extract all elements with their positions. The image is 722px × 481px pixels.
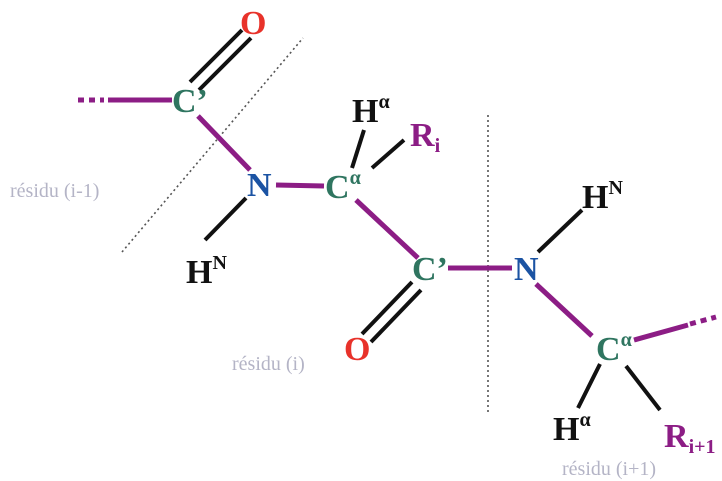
bond-n2-hn2	[536, 208, 584, 254]
atom-hn-1: HN	[186, 252, 227, 291]
double-bond-c1-o1-b	[197, 36, 253, 92]
atom-calpha-1: Cα	[325, 167, 361, 206]
atom-nitrogen-1: N	[247, 167, 272, 204]
bond-n1-ca1	[275, 182, 325, 189]
atom-carbonyl-carbon-2: C’	[412, 251, 448, 288]
bond-ca2-ha2	[576, 363, 602, 409]
bond-ca2-r2	[624, 364, 662, 412]
atom-calpha-2: Cα	[596, 329, 632, 368]
bond-n2-ca2	[534, 282, 594, 338]
atom-oxygen-1: O	[240, 5, 266, 42]
atom-sidechain-2: Ri+1	[664, 418, 716, 458]
residue-label-current: résidu (i)	[232, 353, 305, 375]
residue-separator-left	[121, 37, 304, 253]
bond-terminal-right-dash	[689, 314, 717, 327]
double-bond-c1-o1-a	[188, 28, 244, 84]
atom-halpha-2: Hα	[553, 409, 591, 448]
atom-sidechain-1: Ri	[410, 117, 441, 157]
bond-ca1-r1	[370, 138, 406, 170]
residue-label-next: résidu (i+1)	[562, 458, 656, 480]
bond-ca2-terminal-right	[633, 322, 689, 343]
bond-ca1-ha1	[350, 129, 366, 169]
bond-n1-hn1	[203, 196, 248, 242]
double-bond-c2-o2-a	[360, 280, 414, 336]
atom-oxygen-2: O	[344, 331, 370, 368]
atom-carbonyl-carbon-1: C’	[172, 83, 208, 120]
double-bond-c2-o2-b	[369, 288, 423, 344]
atom-nitrogen-2: N	[514, 251, 539, 288]
atom-halpha-1: Hα	[352, 91, 390, 130]
bond-c1-n1	[196, 114, 252, 172]
bond-ca1-c2	[354, 198, 420, 260]
residue-label-previous: résidu (i-1)	[10, 180, 99, 202]
atom-hn-2: HN	[582, 177, 623, 216]
